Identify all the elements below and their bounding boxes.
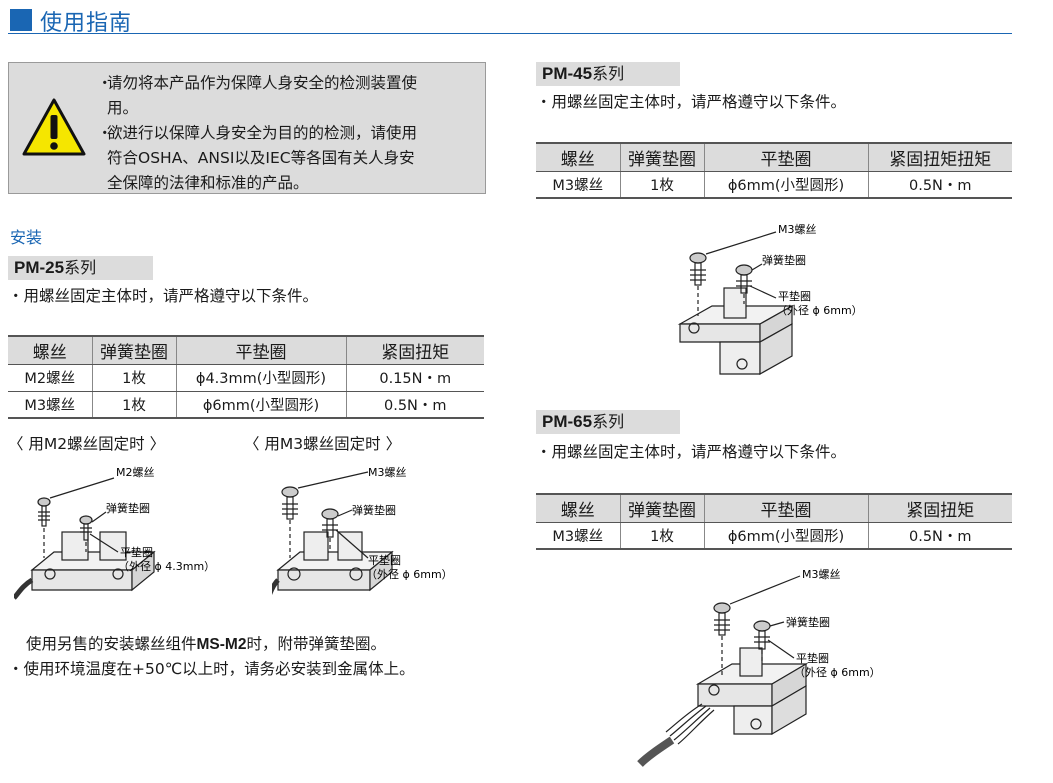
pm25-caption-m3: 〈 用M3螺丝固定时 〉 (244, 435, 402, 453)
pm65-spring-label: 弹簧垫圈 (786, 615, 830, 629)
table-header-row: 螺丝 弹簧垫圈 平垫圈 紧固扭矩扭矩 (536, 142, 1012, 172)
pm45-note: ・用螺丝固定主体时，请严格遵守以下条件。 (536, 93, 847, 111)
pm25-accessory-note: 使用另售的安装螺丝组件MS-M2时，附带弹簧垫圈。 (26, 635, 386, 653)
pm45-screw-label: M3螺丝 (778, 223, 817, 236)
pm25-m2-screw-label: M2螺丝 (116, 466, 155, 479)
pm25-m2-mounting-diagram: M2螺丝 弹簧垫圈 平垫圈 （外径 ϕ 4.3mm） (14, 466, 215, 600)
pm25-series-label: PM-25系列 (8, 256, 153, 280)
warning-item-2: ・ 欲进行以保障人身安全为目的的检测，请使用 符合OSHA、ANSI以及IEC等… (97, 124, 418, 192)
pm65-mounting-diagram: M3螺丝 弹簧垫圈 平垫圈 （外径 ϕ 6mm） (637, 568, 881, 767)
pm65-screw-label: M3螺丝 (802, 568, 841, 581)
pm65-series-label: PM-65系列 (536, 410, 680, 434)
pm25-m2-flat-label: 平垫圈 (120, 545, 153, 559)
pm45-series-label: PM-45系列 (536, 62, 680, 86)
pm45-spring-label: 弹簧垫圈 (762, 253, 806, 267)
warning-triangle-icon (22, 98, 86, 156)
pm45-mounting-diagram: M3螺丝 弹簧垫圈 平垫圈 （外径 ϕ 6mm） (677, 223, 863, 376)
install-heading: 安装 (10, 228, 43, 247)
page-header: 使用指南 (8, 4, 1012, 36)
pm25-m3-flat-label: 平垫圈 (368, 553, 401, 567)
page-title: 使用指南 (40, 11, 133, 36)
header-square-icon (10, 9, 32, 31)
pm25-temperature-note: ・使用环境温度在+50℃以上时，请务必安装到金属体上。 (8, 660, 415, 678)
pm65-flat-label: 平垫圈 (796, 651, 829, 665)
warning-item-1: ・ 请勿将本产品作为保障人身安全的检测装置使 用。 (97, 74, 418, 117)
pm65-flat-size: （外径 ϕ 6mm） (794, 666, 881, 679)
pm25-m3-spring-label: 弹簧垫圈 (352, 503, 396, 517)
pm25-m2-flat-size: （外径 ϕ 4.3mm） (118, 560, 215, 573)
table-header-row: 螺丝 弹簧垫圈 平垫圈 紧固扭矩 (536, 493, 1012, 523)
pm25-m3-screw-label: M3螺丝 (368, 466, 407, 479)
pm25-m3-flat-size: （外径 ϕ 6mm） (366, 568, 453, 581)
table-header-row: 螺丝 弹簧垫圈 平垫圈 紧固扭矩 (8, 335, 484, 365)
pm25-note: ・用螺丝固定主体时，请严格遵守以下条件。 (8, 287, 319, 305)
pm25-m3-mounting-diagram: M3螺丝 弹簧垫圈 平垫圈 （外径 ϕ 6mm） (272, 466, 453, 595)
pm65-note: ・用螺丝固定主体时，请严格遵守以下条件。 (536, 443, 847, 461)
pm25-m2-spring-label: 弹簧垫圈 (106, 501, 150, 515)
pm25-caption-m2: 〈 用M2螺丝固定时 〉 (8, 435, 166, 453)
warning-panel: ・ 请勿将本产品作为保障人身安全的检测装置使 用。 ・ 欲进行以保障人身安全为目… (8, 62, 486, 194)
pm45-flat-size: （外径 ϕ 6mm） (776, 304, 863, 317)
pm45-flat-label: 平垫圈 (778, 289, 811, 303)
